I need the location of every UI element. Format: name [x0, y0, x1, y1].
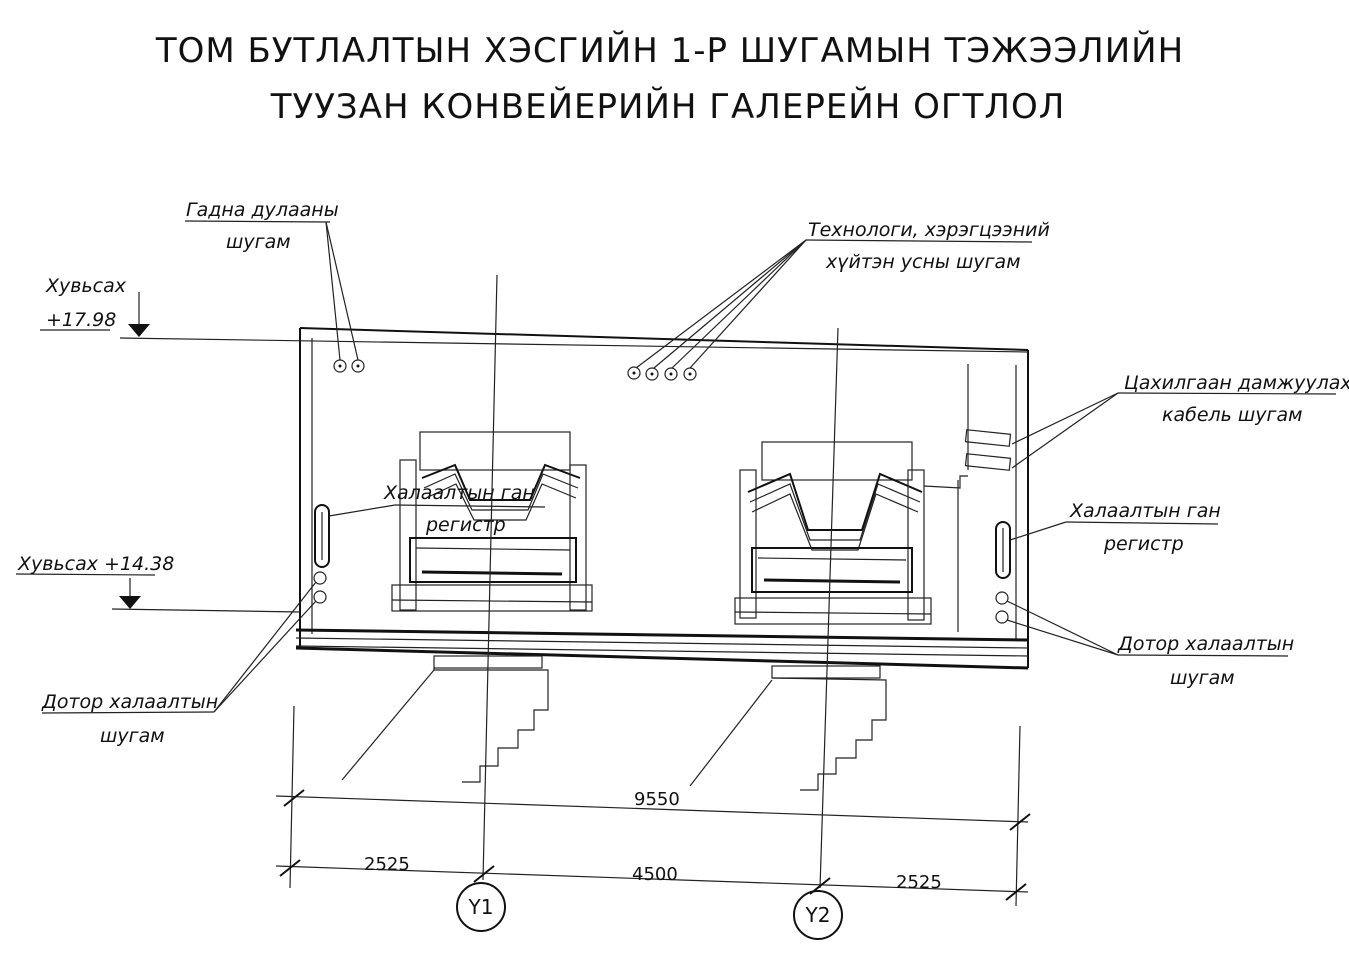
elevation-bottom-label: Хувьсах +14.38 [17, 553, 174, 575]
inner-heating-left-leader [41, 581, 317, 714]
outer-heating-label-1: Гадна дулааны [186, 199, 339, 221]
cable-label-1: Цахилгаан дамжуулах [1124, 372, 1349, 394]
dimension-lines [275, 705, 1031, 907]
title-line-1: ТОМ БУТЛАЛТЫН ХЭСГИЙН 1-Р ШУГАМЫН ТЭЖЭЭЛ… [155, 30, 1184, 71]
register-right-label-2: регистр [1103, 533, 1184, 555]
right-register [995, 521, 1219, 624]
axis-bubble-y2 [793, 890, 843, 940]
outer-heating-label-2: шугам [226, 231, 291, 253]
register-left-label-1: Халаалтын ган [383, 482, 535, 504]
axis-lines [482, 274, 839, 889]
dimension-overall: 9550 [634, 789, 680, 810]
tech-water-label-2: хүйтэн усны шугам [825, 251, 1021, 273]
register-left-label-2: регистр [425, 514, 506, 536]
elevation-top-marker [128, 292, 150, 337]
dimension-right: 2525 [896, 872, 942, 893]
inner-heating-right-leader [1006, 600, 1289, 657]
left-register [313, 504, 546, 604]
title-line-2: ТУУЗАН КОНВЕЙЕРИЙН ГАЛЕРЕЙН ОГТЛОЛ [270, 86, 1066, 127]
tech-water-label-1: Технологи, хэрэгцээний [808, 219, 1050, 241]
outer-heating-pipes [184, 220, 365, 373]
inner-heating-left-label-1: Дотор халаалтын [41, 691, 218, 713]
dimension-left: 2525 [364, 854, 410, 875]
elevation-top-label: Хувьсах [45, 275, 127, 297]
dimension-middle: 4500 [632, 864, 678, 885]
axis-label-y1: Y1 [468, 895, 494, 919]
inner-heating-right-label-2: шугам [1170, 667, 1235, 689]
cable-trays [964, 392, 1337, 471]
tech-water-pipes [627, 239, 1033, 381]
left-foundation [341, 655, 549, 783]
cable-label-2: кабель шугам [1162, 404, 1303, 426]
axis-bubble-y1 [456, 882, 506, 932]
left-conveyor [391, 431, 593, 612]
elevation-bottom-marker [15, 573, 301, 613]
inner-heating-left-label-2: шугам [100, 725, 165, 747]
register-right-label-1: Халаалтын ган [1069, 500, 1221, 522]
gallery-frame [119, 327, 1029, 670]
inner-heating-right-label-1: Дотор халаалтын [1117, 633, 1294, 655]
elevation-top-value: +17.98 [46, 309, 116, 331]
right-foundation [689, 665, 887, 791]
axis-label-y2: Y2 [805, 903, 831, 927]
right-conveyor [734, 441, 968, 625]
